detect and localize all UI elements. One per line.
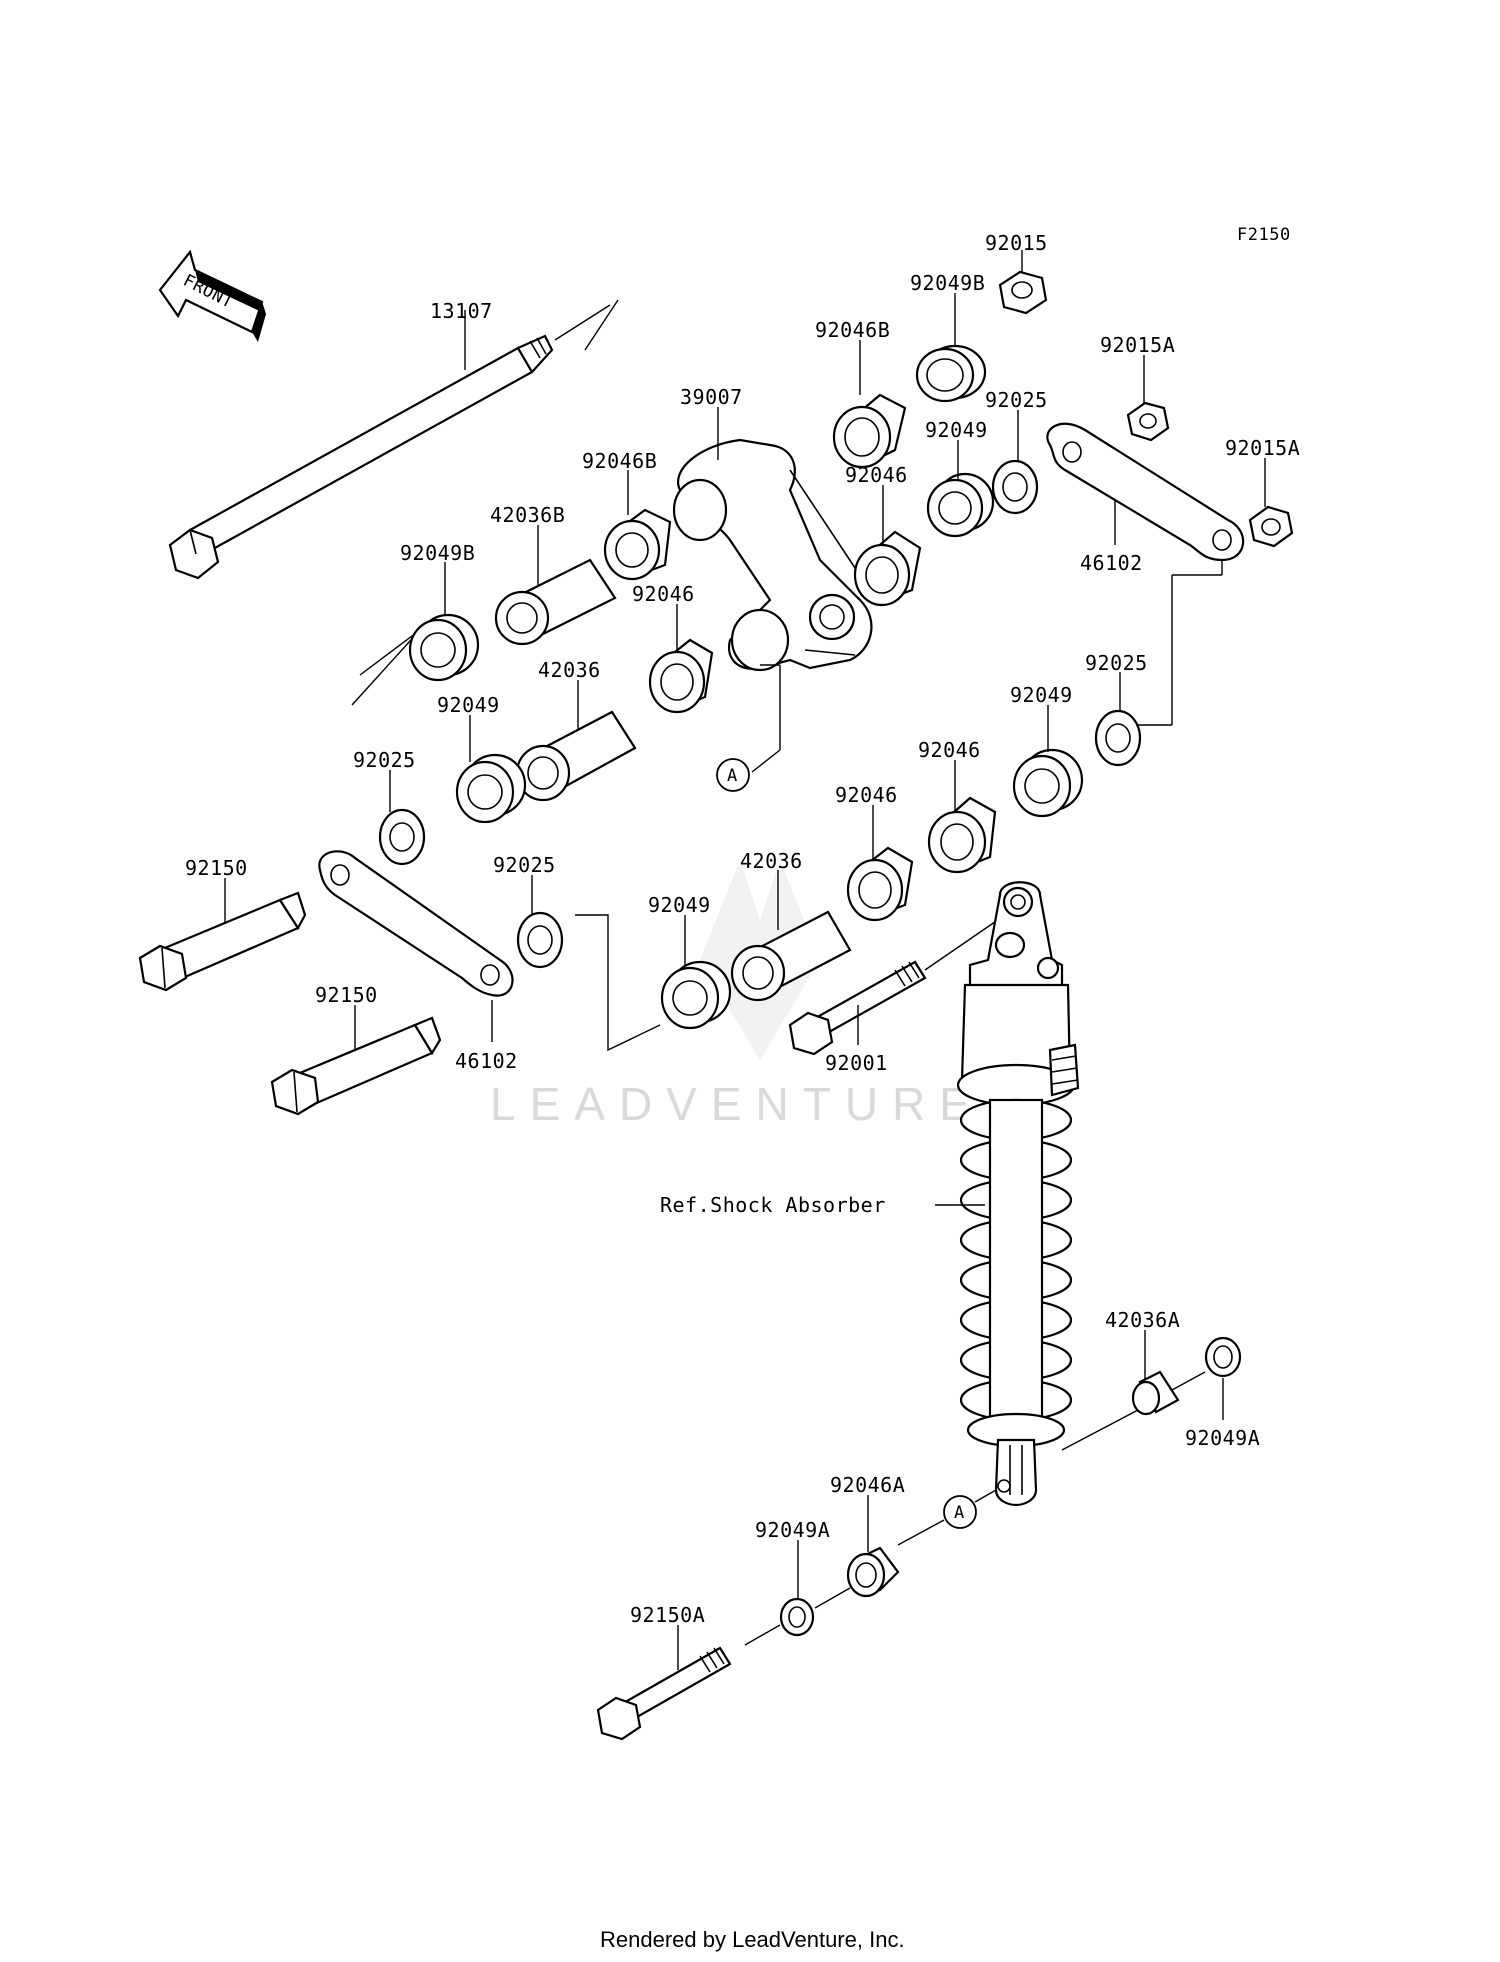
- nut-92015A-top: [1126, 401, 1170, 442]
- callout-a-bottom: [943, 1495, 977, 1529]
- label-92025-left: 92025: [353, 748, 416, 772]
- front-arrow-icon: FRONT: [158, 249, 266, 342]
- bearing-92046-low: [846, 846, 914, 922]
- label-92150-low: 92150: [315, 983, 378, 1007]
- label-92001: 92001: [825, 1051, 888, 1075]
- label-92025-top: 92025: [985, 388, 1048, 412]
- label-92049-right: 92049: [1010, 683, 1073, 707]
- label-92150A: 92150A: [630, 1603, 705, 1627]
- label-92015: 92015: [985, 231, 1048, 255]
- collar-92049-left: [455, 753, 527, 824]
- label-92049-low: 92049: [648, 893, 711, 917]
- washer-92025-top: [991, 459, 1039, 515]
- label-46102-right: 46102: [1080, 551, 1143, 575]
- label-13107: 13107: [430, 299, 493, 323]
- label-92046B-top: 92046B: [815, 318, 890, 342]
- washer-92049A-right: [1204, 1336, 1242, 1378]
- bolt-92150-top: [138, 891, 307, 992]
- collar-92049-right: [1012, 748, 1084, 818]
- label-92049A-right: 92049A: [1185, 1426, 1260, 1450]
- collar-92049-low: [660, 960, 732, 1030]
- label-92049A-low: 92049A: [755, 1518, 830, 1542]
- link-plate-46102-right: [1046, 422, 1245, 562]
- diagram-code: F2150: [1237, 225, 1291, 245]
- collar-42036A: [1131, 1370, 1180, 1416]
- nut-92015: [998, 270, 1048, 315]
- collar-92049B-top: [915, 344, 987, 403]
- label-92015A-right: 92015A: [1225, 436, 1300, 460]
- washer-92049A-low: [779, 1597, 815, 1637]
- label-92049B-top: 92049B: [910, 271, 985, 295]
- collar-92049B-left: [408, 613, 480, 682]
- watermark-text: LEADVENTURE: [490, 1078, 984, 1130]
- bearing-92046-top: [853, 530, 922, 607]
- label-92025-low: 92025: [493, 853, 556, 877]
- bolt-92150-low: [270, 1016, 442, 1116]
- label-92046-lowright: 92046: [918, 738, 981, 762]
- callout-a-top: [716, 758, 750, 792]
- reference-label: Ref.Shock Absorber: [660, 1193, 886, 1217]
- label-92025-right: 92025: [1085, 651, 1148, 675]
- bearing-92046-mid: [648, 638, 714, 714]
- shock-absorber: [956, 881, 1080, 1507]
- callout-a-top-text: A: [727, 766, 738, 786]
- label-42036-low: 42036: [740, 849, 803, 873]
- label-39007: 39007: [680, 385, 743, 409]
- label-92049-left: 92049: [437, 693, 500, 717]
- label-42036A: 42036A: [1105, 1308, 1180, 1332]
- collar-42036B: [494, 558, 617, 646]
- washer-92025-low: [516, 911, 564, 969]
- bolt-92150A: [596, 1646, 732, 1741]
- label-92150-top: 92150: [185, 856, 248, 880]
- label-92046B-mid: 92046B: [582, 449, 657, 473]
- rocker-arm-39007: [672, 438, 876, 672]
- label-46102-left: 46102: [455, 1049, 518, 1073]
- bolt-92001: [788, 960, 927, 1056]
- label-92046A: 92046A: [830, 1473, 905, 1497]
- label-92015A-top: 92015A: [1100, 333, 1175, 357]
- label-92049-top: 92049: [925, 418, 988, 442]
- label-42036-mid: 42036: [538, 658, 601, 682]
- label-92046-low: 92046: [835, 783, 898, 807]
- collar-42036-low: [730, 910, 852, 1002]
- collar-42036-mid: [515, 710, 637, 802]
- washer-92025-right: [1094, 709, 1142, 767]
- nut-92015A-right: [1248, 505, 1294, 548]
- label-92046-mid: 92046: [632, 582, 695, 606]
- washer-92025-left: [378, 808, 426, 866]
- bearing-92046B-top: [832, 393, 907, 469]
- axle-13107: [168, 334, 554, 580]
- link-plate-46102-left: [318, 850, 514, 997]
- label-42036B: 42036B: [490, 503, 565, 527]
- bearing-92046B-mid: [603, 508, 672, 581]
- callout-a-bottom-text: A: [954, 1503, 965, 1523]
- footer-credit: Rendered by LeadVenture, Inc.: [600, 1927, 905, 1952]
- collar-92049-top: [926, 472, 995, 538]
- label-92046-top: 92046: [845, 463, 908, 487]
- bearing-92046A: [846, 1546, 900, 1598]
- bearing-92046-lowright: [927, 796, 997, 874]
- label-92049B-left: 92049B: [400, 541, 475, 565]
